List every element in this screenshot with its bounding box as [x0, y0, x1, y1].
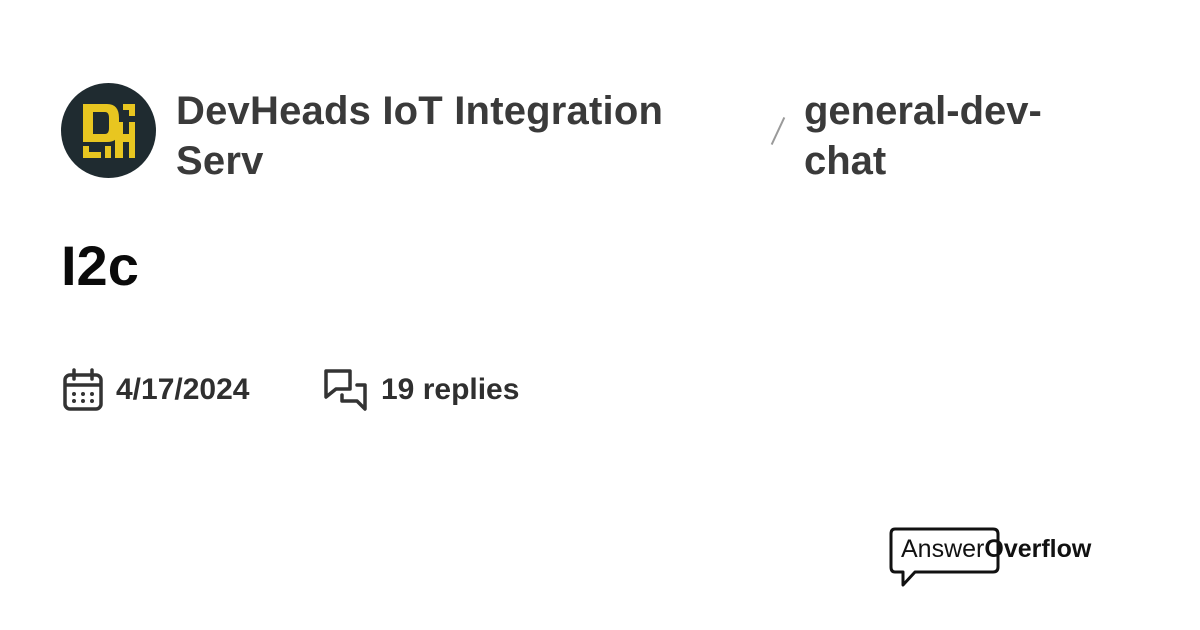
calendar-icon [63, 368, 103, 411]
channel-name[interactable]: general-dev-chat [804, 89, 1042, 183]
brand-overflow: Overflow [984, 535, 1092, 563]
thread-date: 4/17/2024 [62, 366, 249, 414]
speech-bubble-logo-icon [889, 527, 1000, 587]
thread-replies: 19 replies [323, 366, 519, 414]
date-text: 4/17/2024 [116, 373, 250, 406]
breadcrumb-separator [770, 116, 786, 146]
answeroverflow-logo[interactable]: AnswerOverflow [889, 527, 1091, 596]
server-name[interactable]: DevHeads IoT Integration Serv [176, 89, 664, 183]
thread-title: I2c [61, 234, 139, 297]
server-avatar [61, 83, 156, 178]
chat-bubbles-icon [324, 369, 367, 411]
replies-text: 19 replies [381, 373, 520, 406]
devheads-logo-icon [82, 103, 135, 158]
brand-answer: Answer [901, 535, 985, 563]
